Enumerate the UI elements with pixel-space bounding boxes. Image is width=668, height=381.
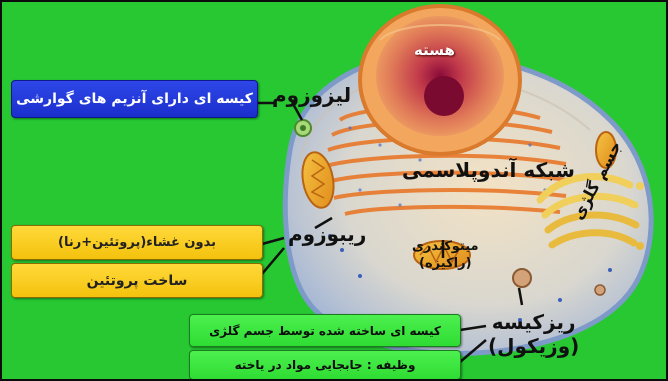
ribosome-structure-box: بدون غشاء(پروتئین+رنا) (11, 225, 263, 260)
label-vesicle: ریزکیسه (وزیکول) (488, 310, 579, 358)
ribosome-function-box: ساخت پروتئین (11, 263, 263, 298)
vesicle-shape (513, 269, 531, 287)
label-endoplasmic-reticulum: شبکه آندوپلاسمی (402, 158, 575, 182)
label-lysosome: لیزوزوم (272, 83, 351, 107)
label-ribosome: ریبوزوم (288, 222, 366, 246)
label-nucleus: هسته (414, 41, 455, 59)
vesicle-function-box: وظیفه : جابجایی مواد در یاخته (189, 350, 461, 380)
vesicle-description-box: کیسه ای ساخته شده توسط جسم گلژی (189, 314, 461, 347)
label-mitochondria: میتوکندری (راکیزه) (412, 238, 479, 272)
lysosome-description-box: کیسه ای دارای آنزیم های گوارشی (11, 80, 258, 118)
